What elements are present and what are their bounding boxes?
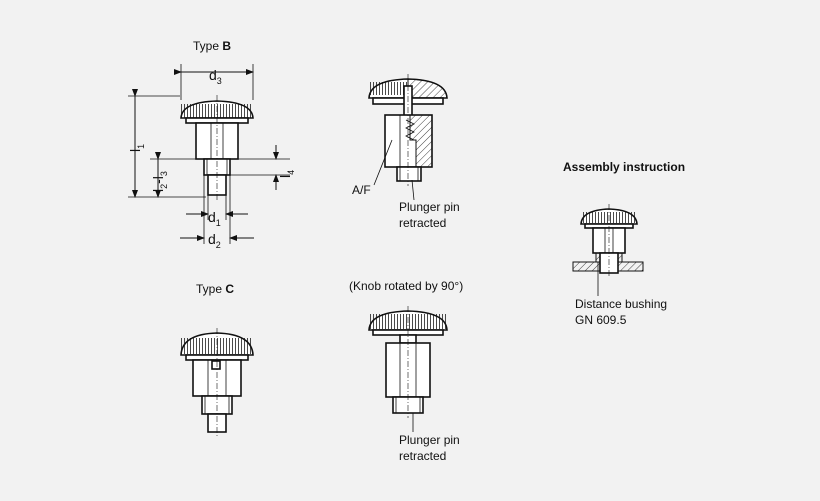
- dimension-d1: d1: [186, 195, 248, 228]
- type-b-title: Type B: [193, 39, 231, 53]
- plunger-retracted-label-2b: retracted: [399, 449, 446, 463]
- distance-bushing-label-b: GN 609.5: [575, 313, 627, 327]
- svg-text:l4: l4: [277, 170, 296, 178]
- svg-text:l1: l1: [127, 144, 146, 152]
- section-view-plunger: [368, 74, 448, 201]
- dimension-d3: d3: [174, 64, 254, 100]
- rotated-plunger: [368, 306, 448, 432]
- svg-text:l2-l3: l2-l3: [150, 171, 169, 192]
- type-b-plunger: [180, 95, 254, 200]
- dimension-l4: l4: [227, 145, 296, 190]
- plunger-retracted-label-1a: Plunger pin: [399, 200, 460, 214]
- svg-text:d3: d3: [209, 67, 222, 86]
- svg-text:d2: d2: [208, 231, 221, 250]
- plunger-retracted-label-2a: Plunger pin: [399, 433, 460, 447]
- plunger-retracted-label-1b: retracted: [399, 216, 446, 230]
- svg-text:d1: d1: [208, 209, 221, 228]
- knob-rotated-title: (Knob rotated by 90°): [349, 279, 463, 293]
- dimension-l2-l3: l2-l3: [150, 152, 203, 198]
- type-c-title: Type C: [196, 282, 234, 296]
- af-label: A/F: [352, 183, 371, 197]
- assembly-instruction-title: Assembly instruction: [563, 160, 685, 174]
- assembly-plunger: [572, 204, 644, 296]
- dimension-l1: l1: [127, 89, 206, 198]
- distance-bushing-label-a: Distance bushing: [575, 297, 667, 311]
- dimension-d2: d2: [180, 175, 254, 250]
- type-c-plunger: [180, 328, 254, 438]
